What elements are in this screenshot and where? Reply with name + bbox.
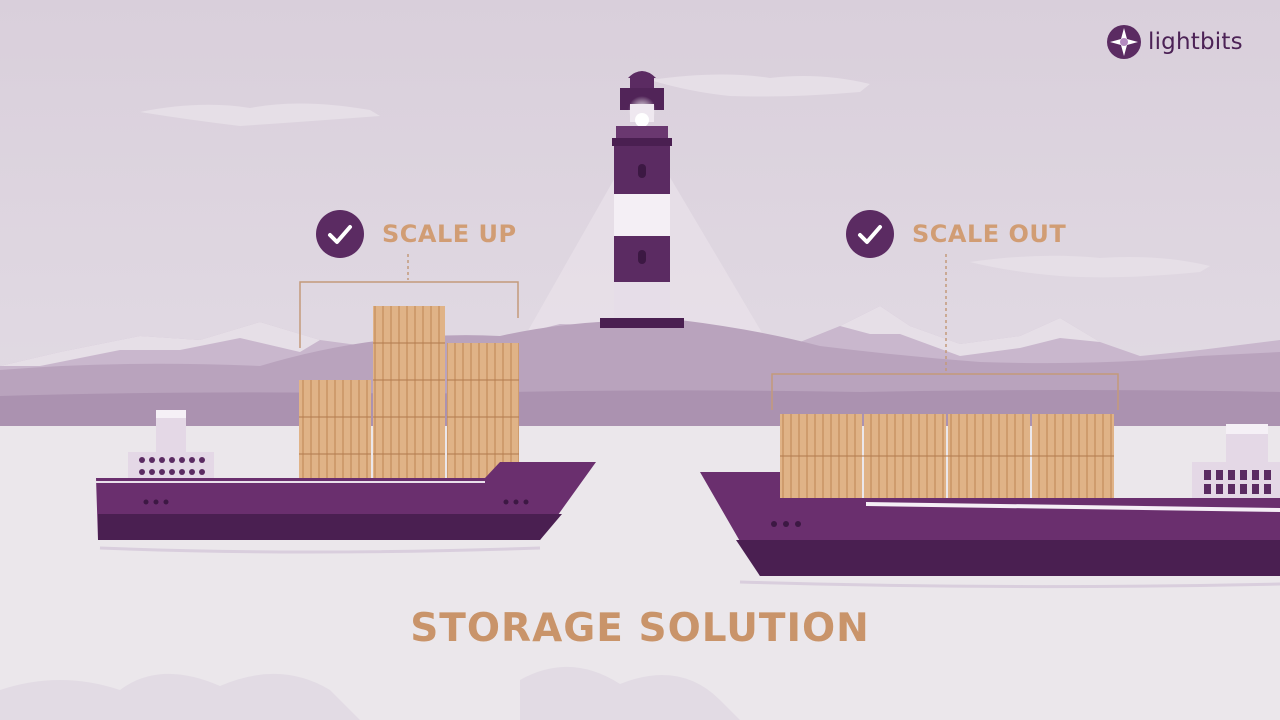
check-icon [846, 210, 894, 258]
scale-out-bracket [771, 254, 1119, 410]
feature-scale-up: SCALE UP [316, 210, 517, 258]
mountain-highlights [0, 306, 1100, 366]
lighthouse [600, 71, 684, 328]
headline-title: STORAGE SOLUTION [410, 606, 870, 651]
check-icon [316, 210, 364, 258]
scale-out-label: SCALE OUT [912, 220, 1067, 248]
logo-text: lightbits [1148, 29, 1243, 55]
scale-up-bracket [299, 254, 519, 348]
clouds [140, 74, 1210, 278]
feature-scale-out: SCALE OUT [846, 210, 1066, 258]
scale-up-label: SCALE UP [382, 220, 517, 248]
lightbits-logo: lightbits [1106, 24, 1243, 60]
sea-bottom-hills [0, 666, 740, 720]
left-ship [96, 410, 596, 554]
right-ship [700, 424, 1280, 589]
lightbits-logo-icon [1107, 25, 1141, 59]
right-container-stack [780, 414, 1114, 498]
